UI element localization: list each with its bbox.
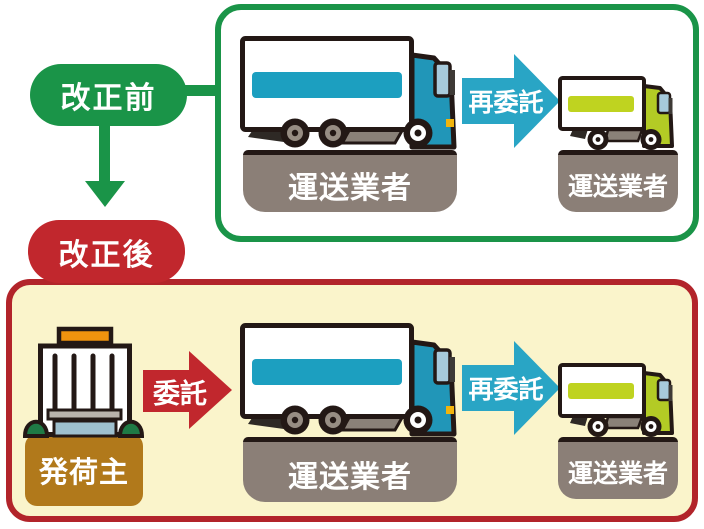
re-entrust-label: 再委託 (468, 89, 544, 117)
pill-to-panel-connector (182, 85, 220, 96)
large-truck-icon (240, 36, 465, 150)
carrier-label: 運送業者 (567, 173, 668, 201)
before-revision-pill: 改正前 (30, 64, 187, 126)
carrier-label: 運送業者 (288, 172, 412, 205)
shipper-label: 発荷主 (38, 457, 129, 489)
re-entrust-label: 再委託 (468, 376, 544, 404)
shipper-platform: 発荷主 (25, 434, 143, 506)
entrust-arrow-icon: 委託 (143, 350, 233, 430)
after-revision-label: 改正後 (58, 238, 155, 272)
re-entrust-arrow-icon: 再委託 (462, 52, 562, 150)
carrier-platform: 運送業者 (558, 150, 678, 212)
carrier-platform: 運送業者 (558, 437, 678, 499)
carrier-label: 運送業者 (567, 460, 668, 488)
large-truck-icon (240, 323, 465, 437)
after-revision-pill: 改正後 (28, 220, 185, 283)
down-arrow-stem (99, 125, 110, 183)
carrier-label: 運送業者 (288, 460, 412, 494)
down-arrow-icon (85, 181, 125, 207)
before-revision-label: 改正前 (60, 82, 157, 115)
carrier-platform: 運送業者 (243, 437, 457, 502)
small-truck-icon (558, 76, 678, 151)
shipper-building-icon (20, 325, 148, 438)
carrier-platform: 運送業者 (243, 150, 457, 212)
re-entrust-arrow-icon: 再委託 (462, 339, 562, 437)
small-truck-icon (558, 363, 678, 438)
entrust-label: 委託 (153, 378, 207, 409)
